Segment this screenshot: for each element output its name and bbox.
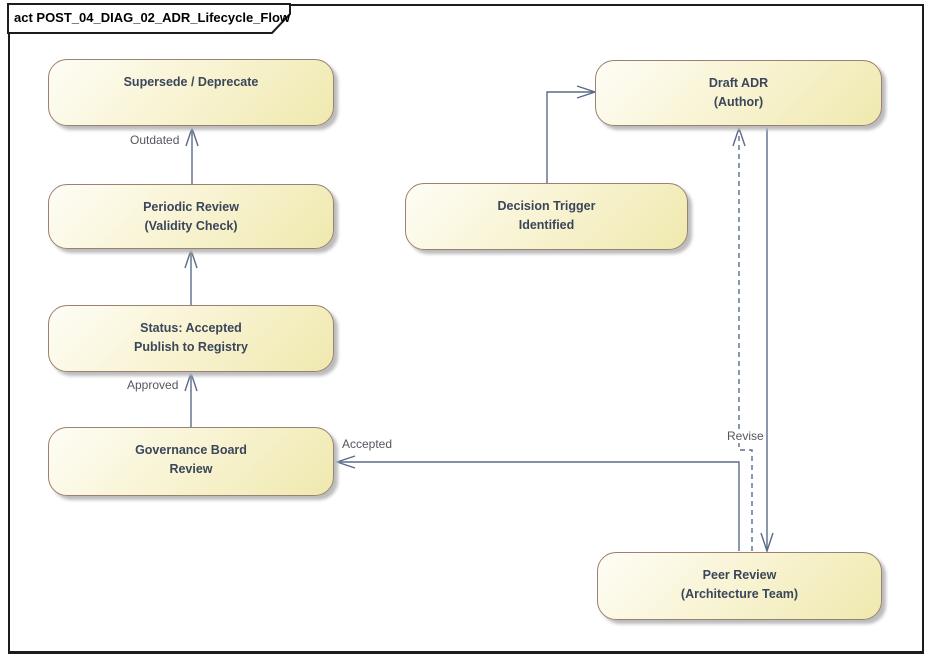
edge-label-outdated: Outdated [129,133,181,147]
node-supersede-deprecate[interactable]: Supersede / Deprecate [48,59,334,126]
node-decision-trigger[interactable]: Decision Trigger Identified [405,183,688,250]
node-draft-adr[interactable]: Draft ADR (Author) [595,60,882,126]
edge-label-accepted: Accepted [341,437,394,451]
node-label: Supersede / Deprecate [123,75,259,89]
node-label: Decision Trigger [497,199,596,213]
node-label: Governance Board [135,443,247,457]
edge-label-approved: Approved [126,378,180,392]
node-label: Peer Review [702,568,777,582]
node-label: Periodic Review [143,200,239,214]
node-label: (Architecture Team) [680,587,799,601]
node-periodic-review[interactable]: Periodic Review (Validity Check) [48,184,334,249]
node-label: Draft ADR [708,76,769,90]
node-label: (Author) [713,95,764,109]
node-governance-board-review[interactable]: Governance Board Review [48,427,334,496]
frame-title: act POST_04_DIAG_02_ADR_Lifecycle_Flow [14,10,291,25]
node-label: Status: Accepted [140,321,242,335]
edge-label-revise: Revise [726,429,765,443]
node-peer-review[interactable]: Peer Review (Architecture Team) [597,552,882,620]
node-status-accepted[interactable]: Status: Accepted Publish to Registry [48,305,334,372]
node-label: Review [169,462,213,476]
node-label: Publish to Registry [134,340,248,354]
node-label: Identified [518,218,575,232]
diagram-frame [8,4,924,654]
node-label: (Validity Check) [144,219,238,233]
